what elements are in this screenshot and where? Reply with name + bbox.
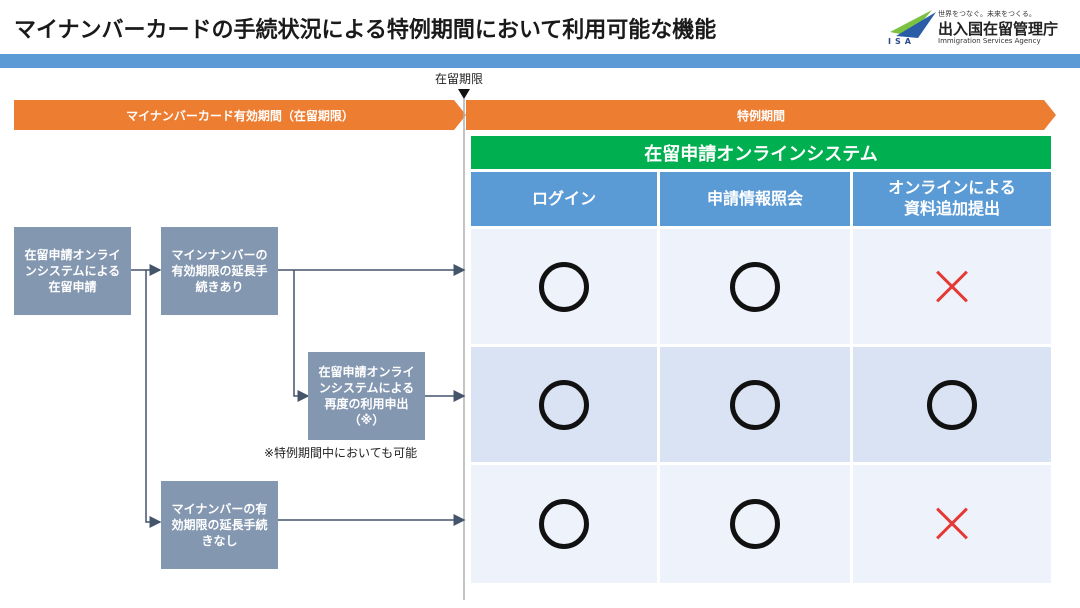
cell-r3-inquiry — [660, 465, 850, 583]
page-title: マイナンバーカードの手続状況による特例期間において利用可能な機能 — [14, 18, 717, 43]
cell-r2-documents — [853, 347, 1051, 462]
logo-tagline: 世界をつなぐ。未来をつくる。 — [938, 10, 1036, 18]
flow-box-online-application: 在留申請オンライ ンシステムによる 在留申請 — [14, 227, 131, 315]
system-name-header: 在留申請オンラインシステム — [471, 136, 1051, 169]
available-circle-icon — [730, 499, 780, 549]
special-period-banner: 特例期間 — [466, 100, 1056, 130]
cell-r3-login — [471, 465, 657, 583]
flow-box-extension-not-done: マイナンバーの有 効期限の延長手続 きなし — [161, 481, 278, 569]
deadline-marker-icon — [458, 89, 470, 99]
footnote: ※特例期間中においても可能 — [264, 446, 418, 460]
arrow-start-to-not-extended — [145, 270, 162, 528]
cell-r3-documents — [853, 465, 1051, 583]
available-circle-icon — [927, 379, 977, 430]
available-circle-icon — [539, 261, 589, 312]
available-circle-icon — [539, 499, 589, 549]
column-header-application-inquiry: 申請情報照会 — [660, 172, 850, 226]
cell-r2-login — [471, 347, 657, 462]
agency-abbreviation: ISA — [888, 37, 915, 46]
flow-box-reuse-request: 在留申請オンライ ンシステムによる 再度の利用申出 （※） — [308, 352, 425, 440]
cell-r1-documents — [853, 229, 1051, 344]
unavailable-cross-icon — [934, 269, 970, 305]
cell-r1-inquiry — [660, 229, 850, 344]
valid-period-banner: マイナンバーカード有効期間（在留期限） — [14, 100, 466, 130]
cell-r1-login — [471, 229, 657, 344]
isa-logo-icon — [890, 10, 936, 38]
available-circle-icon — [730, 261, 780, 312]
agency-name: 出入国在留管理庁 — [938, 20, 1059, 38]
column-header-additional-documents: オンラインによる 資料追加提出 — [853, 172, 1051, 226]
deadline-marker-label: 在留期限 — [435, 72, 484, 86]
flow-box-extension-done: マインナンバーの 有効期限の延長手 続きあり — [161, 227, 278, 315]
available-circle-icon — [539, 379, 589, 430]
cell-r2-inquiry — [660, 347, 850, 462]
agency-english-name: Immigration Services Agency — [938, 37, 1041, 45]
available-circle-icon — [730, 379, 780, 430]
column-header-login: ログイン — [471, 172, 657, 226]
arrow-extended-to-reuse — [293, 270, 310, 402]
unavailable-cross-icon — [934, 506, 970, 542]
header-band — [0, 54, 1080, 68]
